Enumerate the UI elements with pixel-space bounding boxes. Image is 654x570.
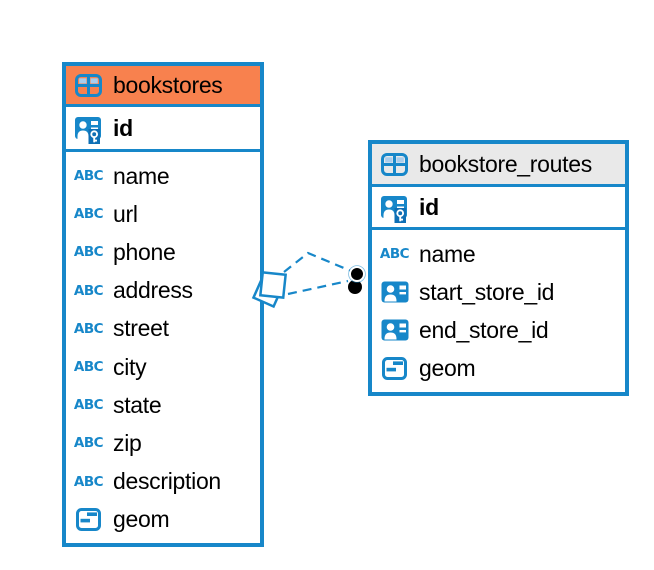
column-row-street[interactable]: ABC street [73, 310, 253, 348]
primary-key-row-bookstores[interactable]: id [66, 107, 260, 152]
column-row-city[interactable]: ABC city [73, 348, 253, 386]
primary-key-label: id [113, 114, 133, 141]
column-row-name[interactable]: ABC name [379, 235, 618, 273]
primary-key-row-bookstore-routes[interactable]: id [372, 187, 625, 230]
column-row-geom[interactable]: geom [379, 350, 618, 388]
column-label: zip [113, 429, 142, 456]
text-type-icon: ABC [73, 320, 104, 337]
column-label: url [113, 200, 138, 227]
text-type-icon: ABC [73, 435, 104, 452]
table-title: bookstores [113, 71, 223, 98]
column-row-start_store_id[interactable]: start_store_id [379, 273, 618, 311]
relationship-line-end-store-id[interactable] [287, 279, 349, 296]
relationship-source-diamond-marker[interactable] [251, 270, 288, 309]
foreign-key-icon [379, 281, 410, 303]
column-label: address [113, 277, 193, 304]
column-label: name [113, 162, 170, 189]
foreign-key-icon [379, 319, 410, 341]
column-row-url[interactable]: ABC url [73, 195, 253, 233]
text-type-icon: ABC [73, 244, 104, 261]
column-row-geom[interactable]: geom [73, 501, 253, 539]
text-type-icon: ABC [73, 397, 104, 414]
column-label: start_store_id [419, 278, 555, 305]
column-row-state[interactable]: ABC state [73, 386, 253, 424]
table-icon [73, 73, 104, 97]
table-icon [379, 152, 410, 176]
text-type-icon: ABC [73, 473, 104, 490]
column-row-zip[interactable]: ABC zip [73, 424, 253, 462]
table-header-bookstore-routes[interactable]: bookstore_routes [372, 144, 625, 187]
text-type-icon: ABC [73, 206, 104, 223]
column-label: phone [113, 238, 176, 265]
column-row-address[interactable]: ABC address [73, 272, 253, 310]
column-row-description[interactable]: ABC description [73, 463, 253, 501]
column-label: city [113, 353, 147, 380]
column-label: street [113, 315, 169, 342]
relationship-line-start-store-id[interactable] [283, 251, 352, 273]
column-label: geom [113, 506, 170, 533]
column-label: name [419, 240, 476, 267]
column-row-phone[interactable]: ABC phone [73, 233, 253, 271]
column-label: end_store_id [419, 316, 549, 343]
text-type-icon: ABC [73, 359, 104, 376]
text-type-icon: ABC [73, 282, 104, 299]
primary-key-label: id [419, 193, 439, 220]
geometry-type-icon [73, 508, 104, 532]
column-row-end_store_id[interactable]: end_store_id [379, 311, 618, 349]
table-title: bookstore_routes [419, 150, 592, 177]
text-type-icon: ABC [379, 246, 410, 263]
text-type-icon: ABC [73, 168, 104, 185]
table-header-bookstores[interactable]: bookstores [66, 66, 260, 107]
column-label: geom [419, 355, 476, 382]
column-label: description [113, 468, 221, 495]
relationship-target-dot-markers[interactable] [348, 265, 366, 294]
primary-key-icon [379, 194, 410, 225]
column-label: state [113, 391, 162, 418]
geometry-type-icon [379, 357, 410, 381]
primary-key-icon [73, 115, 104, 146]
column-row-name[interactable]: ABC name [73, 157, 253, 195]
entity-table-bookstore-routes[interactable]: bookstore_routes id ABC name start_store_i… [368, 140, 629, 396]
